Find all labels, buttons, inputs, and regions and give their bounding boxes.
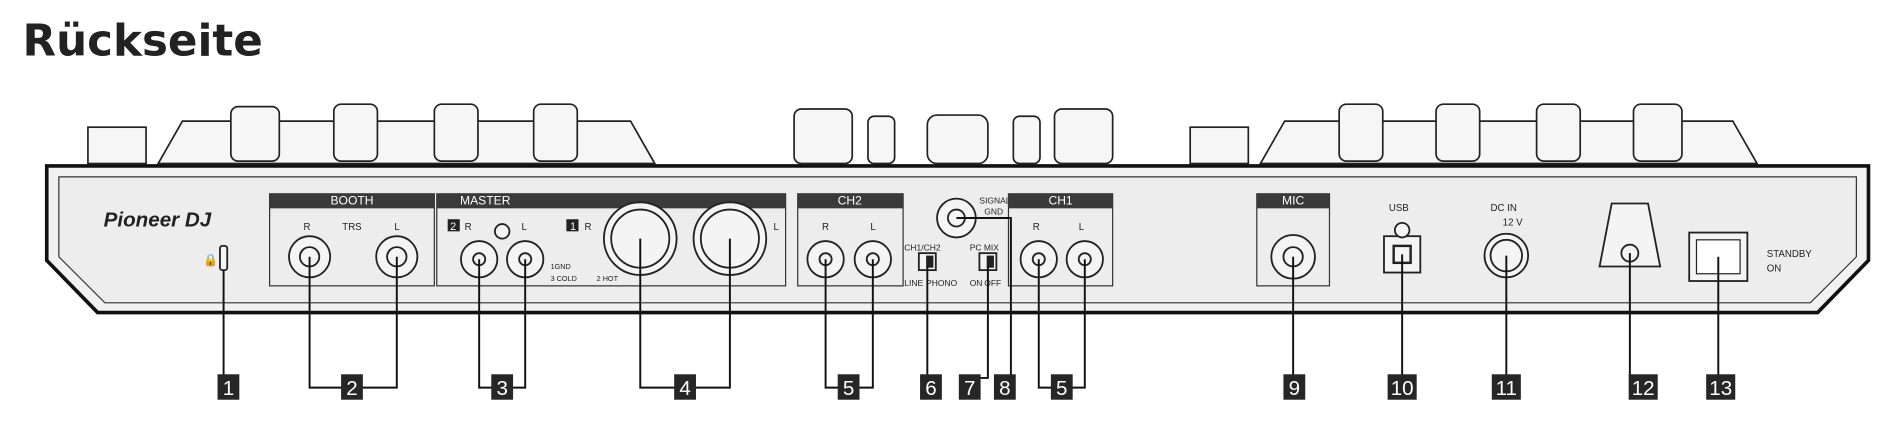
panel_text-xlr_gnd-label: 1GND <box>551 262 571 271</box>
callout-labels: 1 2 3 4 5 6 7 8 5 9 10 11 12 13 <box>217 374 1736 400</box>
panel_text-r-label: R <box>1033 222 1040 233</box>
panel_text-l-label: L <box>522 222 528 233</box>
panel_text-dc_voltage-label: 12 V <box>1503 217 1523 228</box>
callouts-8-label: 5 <box>1056 377 1067 400</box>
callouts-1-label: 2 <box>346 377 357 400</box>
ch2-section: CH2 R L <box>797 193 904 287</box>
callouts-0-label: 1 <box>223 377 234 400</box>
security-slot <box>219 244 229 272</box>
panel_text-power_on-label: ON <box>1767 263 1782 274</box>
callout-10: 10 <box>1387 374 1417 400</box>
page-title: Rückseite <box>23 17 263 67</box>
panel_text-xlr_hot-label: 2 HOT <box>597 274 619 283</box>
callouts-13-label: 13 <box>1709 377 1732 400</box>
panel_text-on-label: ON <box>970 278 983 288</box>
callouts-6-label: 7 <box>964 377 975 400</box>
top-knobs <box>87 103 1759 165</box>
callouts-4-label: 5 <box>843 377 854 400</box>
callout-6: 6 <box>920 374 942 400</box>
panel_text-phono-label: PHONO <box>926 278 957 288</box>
brand-logo: Pioneer DJ <box>104 209 212 232</box>
callouts-7-label: 8 <box>999 377 1010 400</box>
panel_text-xlr_cold-label: 3 COLD <box>551 274 577 283</box>
callout-5a: 5 <box>837 374 860 400</box>
callout-7: 7 <box>958 374 981 400</box>
cord-hook[interactable] <box>1598 202 1662 268</box>
callouts-9-label: 9 <box>1289 377 1300 400</box>
panel_text-off-label: OFF <box>984 278 1001 288</box>
panel_text-trs-label: TRS <box>342 222 362 233</box>
callouts-10-label: 10 <box>1391 377 1414 400</box>
panel_text-l-label: L <box>394 222 400 233</box>
callout-2: 2 <box>341 374 363 400</box>
sections-ch2-label: CH2 <box>838 194 862 208</box>
panel_text-r-label: R <box>822 222 829 233</box>
panel_text-gnd-label: GND <box>984 206 1003 216</box>
sections-master-label: MASTER <box>460 194 511 208</box>
sections-ch1-label: CH1 <box>1048 194 1072 208</box>
panel_text-ch_switch-label: CH1/CH2 <box>904 243 941 253</box>
kensington-lock-icon: 🔒 <box>203 253 218 267</box>
callout-9: 9 <box>1283 374 1306 400</box>
panel_text-l-label: L <box>774 222 780 233</box>
panel_text-pc_mix-label: PC MIX <box>970 243 1000 253</box>
callouts-5-label: 6 <box>925 377 936 400</box>
callout-12: 12 <box>1628 374 1658 400</box>
panel_text-line-label: LINE <box>904 278 923 288</box>
master-section: MASTER 2 R L 1 R L 1GND 3 COLD 2 HOT <box>436 193 787 287</box>
callouts-11-label: 11 <box>1496 377 1517 400</box>
panel_text-master1-label: 1 <box>570 221 576 233</box>
panel_text-signal-label: SIGNAL <box>979 195 1010 205</box>
callout-3: 3 <box>491 374 514 400</box>
callouts-12-label: 12 <box>1632 377 1655 400</box>
callouts-2-label: 3 <box>496 377 507 400</box>
callouts-3-label: 4 <box>679 377 690 400</box>
panel_text-dc_in-label: DC IN <box>1491 203 1517 214</box>
panel_text-usb-label: USB <box>1389 203 1409 214</box>
callout-11: 11 <box>1491 374 1521 400</box>
callout-8: 8 <box>993 374 1016 400</box>
panel_text-master2-label: 2 <box>450 221 456 233</box>
callout-1: 1 <box>217 374 240 400</box>
panel_text-standby-label: STANDBY <box>1767 249 1813 260</box>
ch1-section: CH1 R L <box>1007 193 1114 287</box>
panel_text-l-label: L <box>1079 222 1085 233</box>
sections-booth-label: BOOTH <box>330 194 373 208</box>
panel_text-r-label: R <box>585 222 592 233</box>
panel_text-l-label: L <box>870 222 876 233</box>
sections-mic-label: MIC <box>1282 194 1304 208</box>
panel_text-r-label: R <box>465 222 472 233</box>
callout-4: 4 <box>674 374 696 400</box>
callout-5b: 5 <box>1050 374 1073 400</box>
panel_text-r-label: R <box>304 222 311 233</box>
callout-13: 13 <box>1706 374 1736 400</box>
